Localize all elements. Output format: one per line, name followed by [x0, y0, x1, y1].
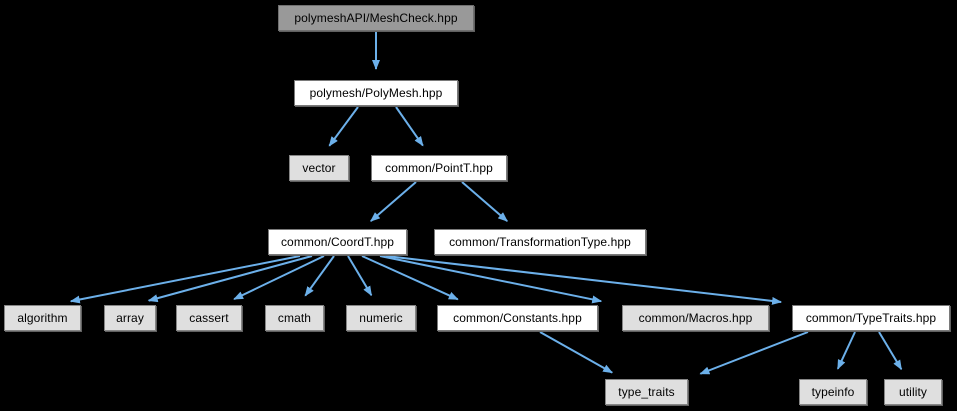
graph-node-label: common/Constants.hpp [453, 311, 582, 325]
graph-node-label: polymesh/PolyMesh.hpp [309, 86, 443, 100]
graph-node-pointt[interactable]: common/PointT.hpp [371, 155, 507, 181]
graph-node-label: cassert [189, 311, 229, 325]
graph-node-meshcheck[interactable]: polymeshAPI/MeshCheck.hpp [278, 5, 474, 31]
graph-node-label: polymeshAPI/MeshCheck.hpp [294, 11, 458, 25]
graph-node-cmath[interactable]: cmath [265, 305, 324, 331]
graph-node-label: common/Macros.hpp [638, 311, 753, 325]
graph-node-vector[interactable]: vector [289, 155, 349, 181]
graph-node-utility[interactable]: utility [884, 379, 942, 405]
graph-node-cassert[interactable]: cassert [176, 305, 242, 331]
graph-node-algorithm[interactable]: algorithm [4, 305, 81, 331]
graph-node-numeric[interactable]: numeric [346, 305, 416, 331]
graph-node-coordt[interactable]: common/CoordT.hpp [268, 229, 407, 255]
graph-node-label: type_traits [618, 385, 675, 399]
graph-node-label: utility [898, 385, 928, 399]
graph-node-label: numeric [359, 311, 403, 325]
graph-node-macros[interactable]: common/Macros.hpp [622, 305, 769, 331]
graph-node-label: common/TransformationType.hpp [449, 235, 631, 249]
graph-node-typeinfo[interactable]: typeinfo [799, 379, 867, 405]
graph-node-label: common/TypeTraits.hpp [805, 311, 937, 325]
graph-node-type_traits[interactable]: type_traits [605, 379, 688, 405]
graph-node-label: common/CoordT.hpp [280, 235, 395, 249]
graph-node-typetraits[interactable]: common/TypeTraits.hpp [792, 305, 950, 331]
graph-node-label: common/PointT.hpp [385, 161, 493, 175]
graph-node-array[interactable]: array [104, 305, 156, 331]
graph-node-label: typeinfo [811, 385, 855, 399]
graph-node-polymesh[interactable]: polymesh/PolyMesh.hpp [294, 80, 458, 106]
graph-node-label: cmath [277, 311, 312, 325]
graph-node-label: vector [302, 161, 336, 175]
graph-node-constants[interactable]: common/Constants.hpp [437, 305, 598, 331]
graph-node-transftype[interactable]: common/TransformationType.hpp [434, 229, 646, 255]
graph-node-label: array [116, 311, 144, 325]
graph-node-label: algorithm [17, 311, 68, 325]
